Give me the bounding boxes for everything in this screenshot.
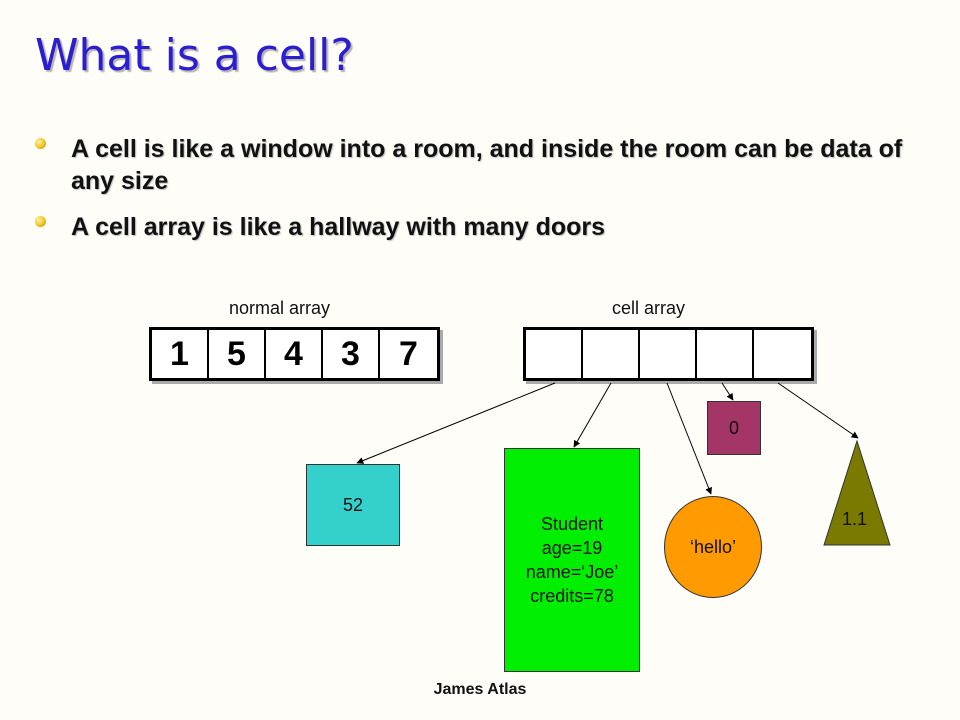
bullet-dot-icon <box>35 216 46 227</box>
arrow-to-string <box>666 382 712 495</box>
bullet-list: A cell is like a window into a room, and… <box>35 133 935 257</box>
arrow-to-triangle <box>777 382 859 439</box>
cell-array-cell <box>583 330 640 378</box>
string-oval: ‘hello’ <box>664 496 762 598</box>
student-line: age=19 <box>541 538 603 558</box>
zero-box: 0 <box>707 401 761 455</box>
bullet-item: A cell array is like a hallway with many… <box>35 211 935 243</box>
cell-array-cell <box>526 330 583 378</box>
bullet-dot-icon <box>35 138 46 149</box>
page-title: What is a cell? <box>35 30 354 81</box>
normal-array-cell: 5 <box>209 330 266 378</box>
normal-array-cell: 7 <box>399 335 418 373</box>
bullet-text: A cell is like a window into a room, and… <box>71 135 903 195</box>
cell-array-label: cell array <box>612 298 686 318</box>
student-line: name=‘Joe’ <box>525 562 619 582</box>
number-box: 52 <box>306 464 400 546</box>
footer-author: James Atlas <box>433 681 527 698</box>
arrow-to-number <box>356 382 556 464</box>
normal-array-label: normal array <box>229 298 331 318</box>
normal-array-cell: 3 <box>323 330 380 378</box>
arrow-to-zero <box>721 382 734 401</box>
normal-array-cell: 1 <box>152 330 209 378</box>
bullet-item: A cell is like a window into a room, and… <box>35 133 935 197</box>
cell-array <box>523 327 814 381</box>
normal-array: 1 5 4 3 7 <box>149 327 440 381</box>
student-line: credits=78 <box>530 586 614 606</box>
triangle-shape <box>823 439 891 546</box>
bullet-text: A cell array is like a hallway with many… <box>71 213 606 241</box>
triangle-label: 1.1 <box>842 509 868 529</box>
normal-array-cell: 4 <box>266 330 323 378</box>
arrow-to-student <box>573 382 612 448</box>
student-box: Student age=19 name=‘Joe’ credits=78 <box>504 448 640 672</box>
cell-array-cell <box>640 330 697 378</box>
student-line: Student <box>540 514 604 534</box>
cell-array-cell <box>697 330 754 378</box>
